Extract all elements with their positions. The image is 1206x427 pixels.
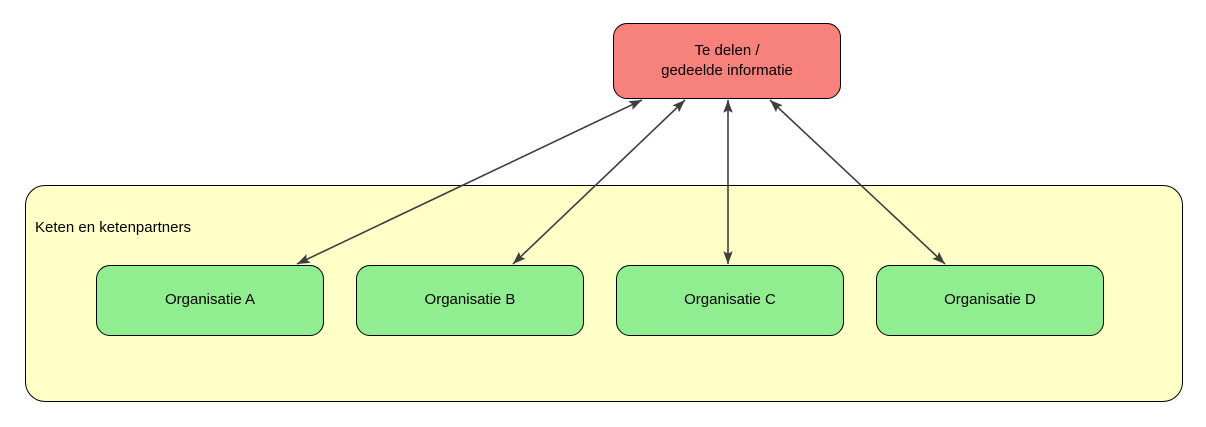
node-shared-info-label: Te delen / gedeelde informatie	[661, 41, 793, 79]
node-shared-info: Te delen / gedeelde informatie	[613, 23, 841, 99]
group-container-label: Keten en ketenpartners	[35, 219, 191, 236]
node-organisatie-b: Organisatie B	[356, 265, 584, 336]
node-organisatie-a: Organisatie A	[96, 265, 324, 336]
node-organisatie-d: Organisatie D	[876, 265, 1104, 336]
node-organisatie-b-label: Organisatie B	[424, 291, 516, 309]
node-organisatie-c: Organisatie C	[616, 265, 844, 336]
node-organisatie-c-label: Organisatie C	[684, 291, 776, 309]
node-organisatie-d-label: Organisatie D	[944, 291, 1036, 309]
node-organisatie-a-label: Organisatie A	[164, 291, 256, 309]
